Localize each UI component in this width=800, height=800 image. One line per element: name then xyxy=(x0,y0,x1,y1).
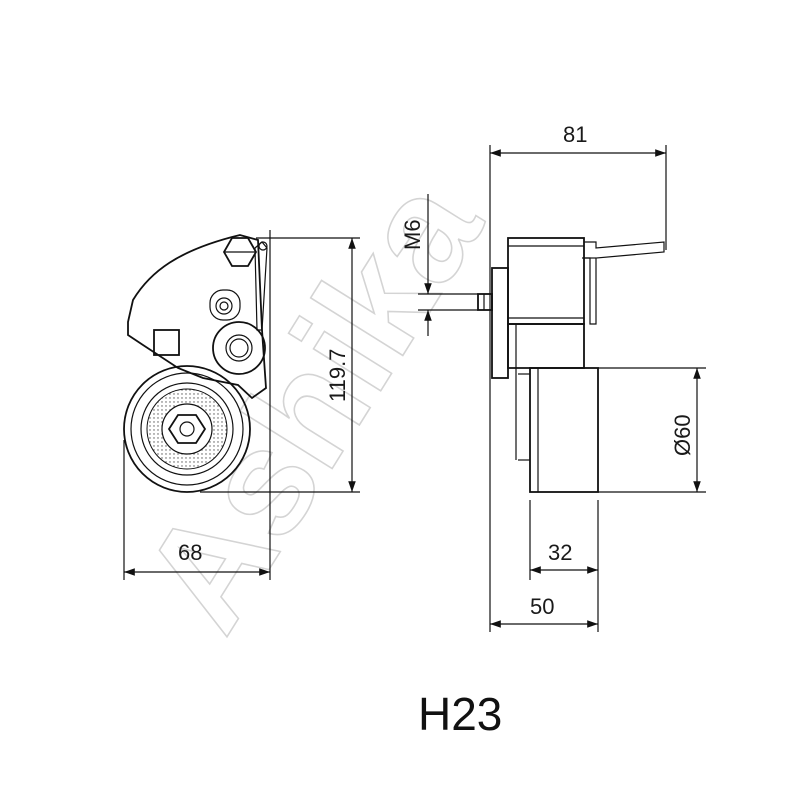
side-dimensions: 81 M6 Ø60 32 50 xyxy=(400,122,706,632)
pulley-hex-bolt xyxy=(167,414,207,444)
tensioner-housing xyxy=(507,237,585,325)
dim-pulley-width-label: 32 xyxy=(548,540,572,565)
dim-depth-label: 81 xyxy=(563,122,587,147)
dim-diameter-label: Ø60 xyxy=(670,414,695,456)
dim-base-label: 50 xyxy=(530,594,554,619)
tensioner-bracket xyxy=(127,234,267,400)
part-code: H23 xyxy=(418,688,502,740)
dim-thread-label: M6 xyxy=(400,219,425,250)
mounting-base xyxy=(491,267,509,379)
square-slot xyxy=(153,329,180,356)
side-arm xyxy=(584,241,665,325)
pivot-bolt xyxy=(215,297,233,315)
pulley-side xyxy=(529,367,599,493)
adjuster-wheel xyxy=(212,321,266,375)
pulley-outer xyxy=(123,365,251,493)
m6-bolt xyxy=(477,293,493,311)
front-dimensions: 68 119.7 xyxy=(123,230,360,580)
dim-width-label: 68 xyxy=(178,540,202,565)
dim-height-label: 119.7 xyxy=(325,349,350,402)
front-view xyxy=(123,234,268,493)
side-view xyxy=(477,237,665,493)
